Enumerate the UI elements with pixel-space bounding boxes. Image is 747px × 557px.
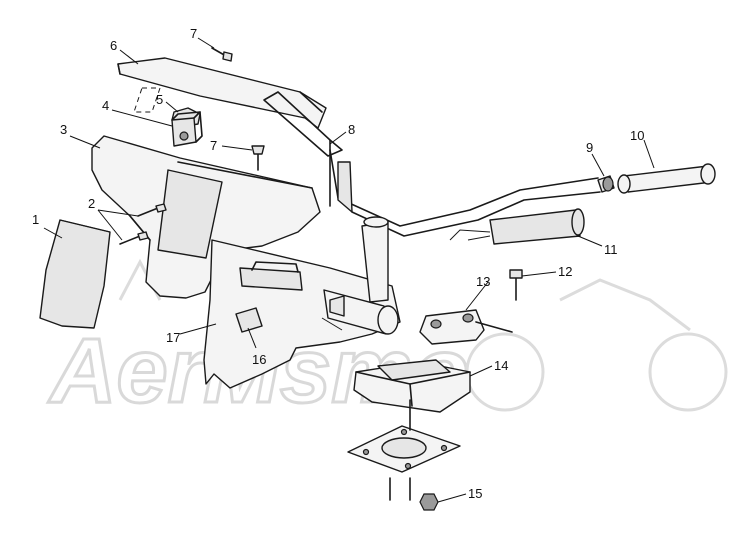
callout-14: 14 (494, 358, 508, 373)
callout-11: 11 (604, 242, 618, 257)
callout-13: 13 (476, 274, 490, 289)
leader-lines (43, 37, 655, 503)
part-9-bushing (597, 175, 615, 193)
part-1-windshield (39, 219, 111, 329)
callout-4: 4 (102, 98, 109, 113)
callout-17: 17 (166, 330, 180, 345)
part-3-hood (91, 135, 321, 299)
callout-5: 5 (156, 92, 163, 107)
callout-1: 1 (32, 212, 39, 227)
steering-column (321, 289, 399, 335)
part-4-switch (171, 111, 203, 147)
callout-15: 15 (468, 486, 482, 501)
part-13-upper-clamp (419, 309, 513, 345)
part-15-nut (419, 493, 439, 511)
callout-7-middle: 7 (210, 138, 217, 153)
part-7-screw-top (211, 47, 233, 62)
callout-2: 2 (88, 196, 95, 211)
part-16-clip (235, 307, 263, 333)
callout-7-top: 7 (190, 26, 197, 41)
callout-16: 16 (252, 352, 266, 367)
callout-labels: 1 2 3 4 5 6 7 7 8 9 10 11 12 13 14 15 16… (32, 26, 644, 501)
part-11-heated-grip (449, 208, 585, 245)
lower-body-panel (203, 239, 401, 389)
part-10-grip (617, 163, 716, 194)
callout-8: 8 (348, 122, 355, 137)
callout-6: 6 (110, 38, 117, 53)
steering-plate (347, 399, 461, 501)
callout-12: 12 (558, 264, 572, 279)
part-7-screw-middle (251, 145, 265, 171)
part-2-screws (119, 203, 167, 245)
part-12-bolt (509, 269, 523, 301)
callout-9: 9 (586, 140, 593, 155)
part-6-cover (117, 57, 327, 129)
part-8-handlebar (263, 91, 601, 303)
callout-10: 10 (630, 128, 644, 143)
part-14-lower-clamp (353, 359, 471, 413)
callout-3: 3 (60, 122, 67, 137)
